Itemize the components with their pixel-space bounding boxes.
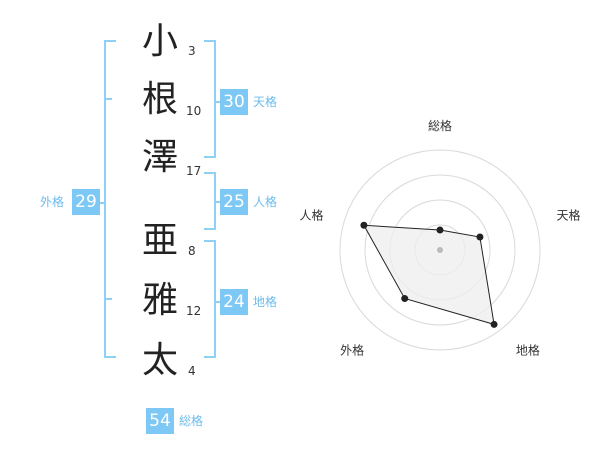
gaikaku-bracket-vertical	[104, 40, 106, 358]
tenkaku-label: 天格	[253, 95, 278, 109]
jinkaku-bracket-bottom	[204, 228, 216, 230]
name-char-2: 根	[141, 79, 178, 120]
name-char-4: 亜	[141, 220, 178, 261]
radar-point-4	[401, 295, 409, 303]
radar-ring-3	[364, 174, 516, 326]
stroke-count-4: 8	[188, 244, 196, 258]
stroke-count-5: 12	[186, 304, 202, 318]
radar-axis-label-1: 総格	[428, 118, 452, 133]
gaikaku-badge: 29	[72, 189, 100, 215]
radar-axis-label-2: 天格	[557, 207, 581, 222]
name-char-1: 小	[141, 21, 178, 62]
tenkaku-bracket-top	[204, 40, 216, 42]
radar-axis-label-4: 外格	[340, 343, 364, 358]
stroke-count-6: 4	[188, 364, 196, 378]
radar-axis-label-3: 地格	[516, 343, 540, 358]
gaikaku-bracket-top	[104, 40, 116, 42]
radar-point-3	[490, 320, 498, 328]
radar-point-5	[360, 221, 368, 229]
chikaku-bracket-bottom	[204, 356, 216, 358]
radar-ring-4	[339, 149, 541, 351]
jinkaku-label: 人格	[253, 195, 278, 209]
tenkaku-badge: 30	[220, 89, 248, 115]
stroke-count-2: 10	[186, 104, 202, 118]
tenkaku-bracket-mid	[214, 101, 222, 103]
stroke-count-3: 17	[186, 164, 202, 178]
gaikaku-label: 外格	[40, 195, 65, 209]
name-char-3: 澤	[141, 137, 178, 178]
soukaku-label: 総格	[179, 414, 204, 428]
tenkaku-bracket-vertical	[214, 40, 216, 158]
radar-axis-label-5: 人格	[299, 207, 323, 222]
gaikaku-bracket-bottom	[104, 356, 116, 358]
stroke-count-1: 3	[188, 44, 196, 58]
tenkaku-bracket-bottom	[204, 156, 216, 158]
chikaku-label: 地格	[253, 295, 278, 309]
chikaku-bracket-mid	[214, 301, 222, 303]
name-char-6: 太	[141, 340, 178, 381]
name-char-5: 雅	[141, 280, 178, 321]
radar-point-2	[476, 233, 484, 241]
radar-points	[360, 221, 498, 328]
radar-point-1	[436, 226, 444, 234]
radar-polygon	[363, 224, 495, 326]
gaikaku-bracket-tick-2	[104, 298, 112, 300]
gaikaku-bracket-mid	[98, 202, 106, 204]
chikaku-bracket-vertical	[214, 240, 216, 358]
gaikaku-bracket-tick-1	[104, 98, 112, 100]
chikaku-bracket-top	[204, 240, 216, 242]
chikaku-badge: 24	[220, 289, 248, 315]
jinkaku-bracket-top	[204, 172, 216, 174]
jinkaku-badge: 25	[220, 189, 248, 215]
jinkaku-bracket-mid	[214, 201, 222, 203]
soukaku-badge: 54	[146, 408, 174, 434]
radar-center	[437, 247, 443, 253]
